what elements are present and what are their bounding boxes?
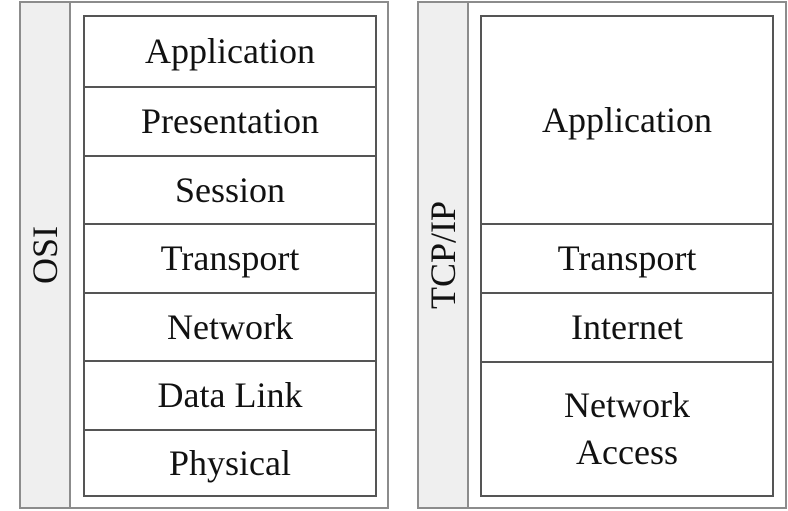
osi-label: OSI: [25, 225, 65, 285]
osi-layer-network: Network: [85, 292, 375, 360]
osi-layer-application: Application: [145, 31, 315, 72]
osi-layer-transport: Transport: [85, 223, 375, 292]
tcpip-layer-stack: Application Transport Internet Network A…: [480, 15, 774, 497]
tcpip-layer-internet: Internet: [482, 292, 772, 361]
osi-layer-presentation: Presentation: [85, 86, 375, 155]
tcpip-layer-network-access: Network Access: [482, 361, 772, 495]
osi-layer-data-link: Data Link: [85, 360, 375, 429]
tcpip-label: TCP/IP: [423, 200, 463, 310]
tcpip-panel: TCP/IP Application Transport Internet Ne…: [417, 1, 787, 509]
tcpip-layer-application: Application: [542, 99, 712, 140]
osi-side-bar: OSI: [21, 3, 71, 507]
osi-panel: OSI Application Presentation Session Tra…: [19, 1, 389, 509]
tcpip-layer-transport: Transport: [482, 223, 772, 292]
osi-layer-stack: Application Presentation Session Transpo…: [83, 15, 377, 497]
osi-layer-session: Session: [85, 155, 375, 223]
tcpip-side-bar: TCP/IP: [419, 3, 469, 507]
osi-layer-physical: Physical: [85, 429, 375, 495]
